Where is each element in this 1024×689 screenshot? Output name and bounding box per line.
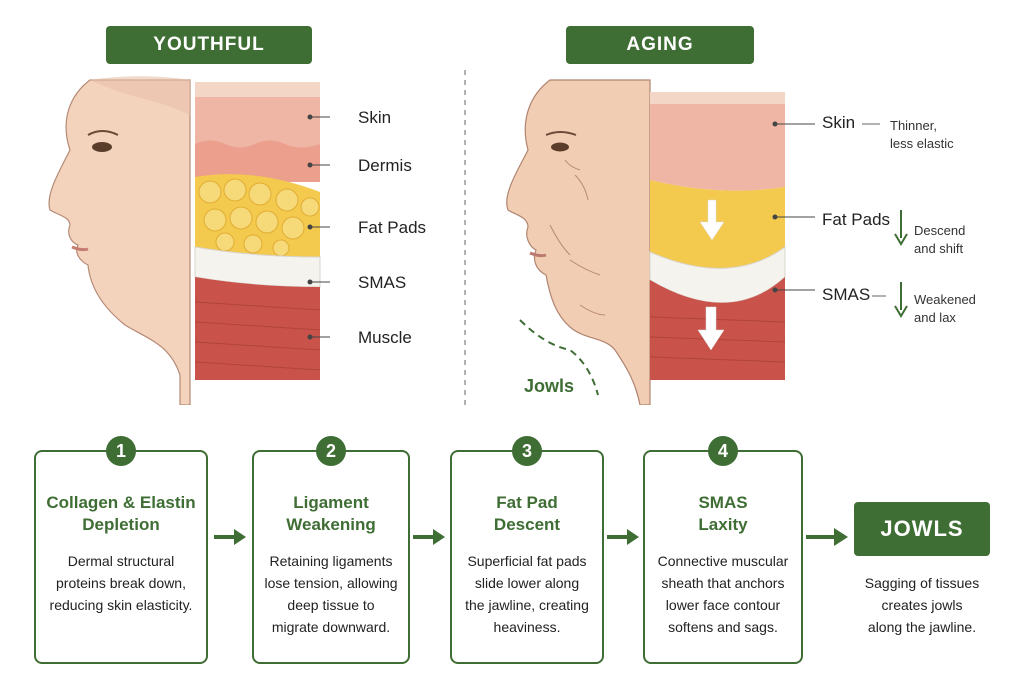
step-number-2: 2 xyxy=(316,436,346,466)
smas-weaken-arrow-icon xyxy=(894,282,908,318)
youthful-label-smas: SMAS xyxy=(358,273,407,292)
flow-arrow-3-icon xyxy=(607,529,639,545)
youthful-label-dermis: Dermis xyxy=(358,156,412,175)
step-number-3: 3 xyxy=(512,436,542,466)
youthful-cross-section xyxy=(194,82,330,380)
aging-skin-note-2: less elastic xyxy=(890,136,954,151)
aging-illustration xyxy=(506,79,815,405)
youthful-label-fat-pads: Fat Pads xyxy=(358,218,427,237)
aging-cross-section xyxy=(649,92,815,380)
section-divider xyxy=(464,70,466,410)
youthful-header: YOUTHFUL xyxy=(106,26,312,64)
aging-fat-note-2: and shift xyxy=(914,241,964,256)
jowls-label: Jowls xyxy=(524,376,575,396)
youthful-face-profile xyxy=(48,79,191,405)
aging-label-fat-pads: Fat Pads xyxy=(822,210,891,229)
aging-eye xyxy=(551,142,569,152)
skin-note-dash xyxy=(862,123,880,125)
youthful-label-skin: Skin xyxy=(358,108,392,127)
aging-face-profile xyxy=(506,79,651,405)
step-number-4: 4 xyxy=(708,436,738,466)
smas-note-dash xyxy=(872,295,886,297)
flow-arrow-4-icon xyxy=(806,528,848,546)
flow-arrow-2-icon xyxy=(413,529,445,545)
aging-label-skin: Skin xyxy=(822,113,856,132)
aging-header: AGING xyxy=(566,26,754,64)
aging-smas-note-1: Weakened xyxy=(914,292,976,307)
youthful-eye xyxy=(92,142,112,152)
youthful-illustration xyxy=(48,76,330,405)
aging-fat-note-1: Descend xyxy=(914,223,966,238)
youthful-label-muscle: Muscle xyxy=(358,328,412,347)
aging-skin-note-1: Thinner, xyxy=(890,118,937,133)
jowls-result-box: JOWLS xyxy=(854,502,990,556)
flow-arrow-1-icon xyxy=(214,529,246,545)
aging-label-smas: SMAS xyxy=(822,285,871,304)
aging-smas-note-2: and lax xyxy=(914,310,956,325)
step-number-1: 1 xyxy=(106,436,136,466)
fat-descend-arrow-icon xyxy=(894,210,908,246)
